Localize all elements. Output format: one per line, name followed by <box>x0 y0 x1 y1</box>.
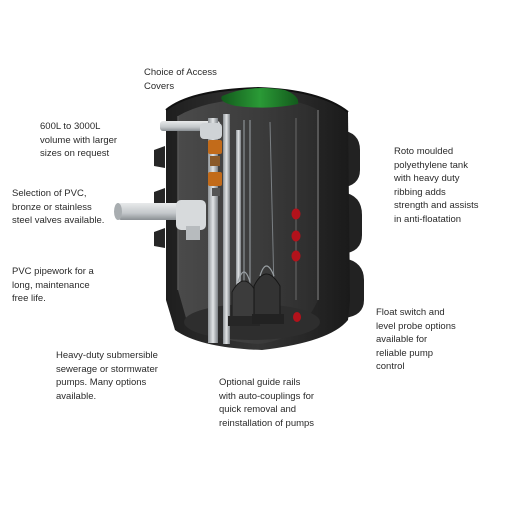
submersible-pumps <box>228 265 284 326</box>
label-pumps: Heavy-duty submersible sewerage or storm… <box>56 350 158 402</box>
float-switches <box>291 118 301 322</box>
valves <box>208 140 222 196</box>
label-volume: 600L to 3000L volume with larger sizes o… <box>40 121 118 159</box>
pipework <box>114 114 275 344</box>
label-access-covers: Choice of Access Covers <box>144 67 217 92</box>
label-guide-rails: Optional guide rails with auto-couplings… <box>219 377 315 429</box>
label-valves: Selection of PVC, bronze or stainless st… <box>12 188 105 226</box>
label-pipework: PVC pipework for a long, maintenance fre… <box>12 266 94 304</box>
label-float-switch: Float switch and level probe options ava… <box>376 307 456 372</box>
label-tank: Roto moulded polyethylene tank with heav… <box>394 146 479 225</box>
access-cover <box>221 88 299 108</box>
